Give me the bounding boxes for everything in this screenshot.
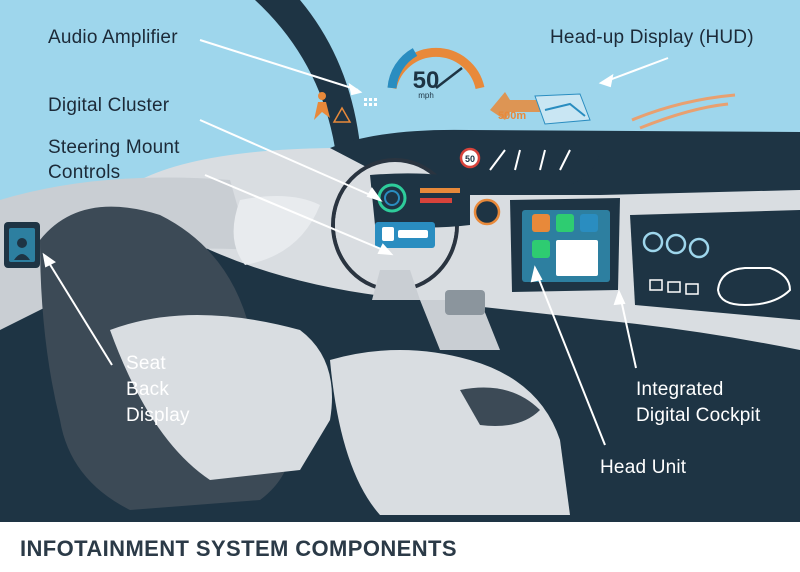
person-icon-seat-body bbox=[14, 254, 30, 260]
lane-lines bbox=[489, 149, 571, 171]
pointer-head-unit-head bbox=[530, 265, 543, 283]
hud-speed-unit: mph bbox=[418, 91, 434, 100]
pointer-steering-head bbox=[377, 243, 394, 256]
pointer-head-unit bbox=[535, 271, 606, 446]
digital-cluster-label: Digital Cluster bbox=[48, 95, 170, 116]
hud-distance: 500m bbox=[498, 110, 526, 122]
pointer-cockpit bbox=[619, 294, 637, 369]
steering-column bbox=[372, 270, 420, 300]
small-gauge bbox=[473, 198, 501, 226]
settings-app-icon bbox=[532, 240, 550, 258]
hud-speed-value: 50 bbox=[413, 67, 440, 94]
hud-needle bbox=[435, 67, 463, 89]
warning-icon bbox=[332, 106, 352, 123]
integrated-cockpit bbox=[630, 210, 800, 320]
pointer-seat bbox=[45, 257, 113, 366]
pedestrian-icon-head bbox=[318, 92, 326, 100]
pointer-steering bbox=[204, 174, 389, 253]
pointer-hud-head bbox=[598, 73, 614, 88]
pointer-audio bbox=[199, 39, 359, 91]
footer: INFOTAINMENT SYSTEM COMPONENTS bbox=[0, 522, 800, 572]
steering-controls-label-line1: Steering Mount bbox=[48, 137, 180, 158]
pointer-lines bbox=[42, 39, 669, 446]
cluster-bar bbox=[420, 188, 460, 193]
person-icon-seat bbox=[17, 238, 27, 248]
car-interior-illustration: 50 50 mph 500m bbox=[0, 0, 800, 522]
music-app-icon bbox=[532, 214, 550, 232]
pointer-cluster bbox=[199, 119, 378, 199]
shifter bbox=[445, 290, 485, 315]
passenger-seat-shadow bbox=[460, 387, 540, 426]
hud-speed-gauge-blue bbox=[387, 48, 418, 89]
pointer-seat-head bbox=[42, 252, 56, 268]
driver-seat-cushion bbox=[110, 315, 332, 480]
audio-amplifier-label: Audio Amplifier bbox=[48, 27, 178, 48]
pedestrian-icon bbox=[314, 102, 330, 120]
cockpit-icon-3 bbox=[685, 283, 699, 295]
seat-back-label-line1: Seat bbox=[126, 353, 166, 374]
cluster-bar-2 bbox=[420, 198, 452, 203]
nav-map bbox=[534, 93, 591, 125]
speed-sign-cluster bbox=[459, 147, 481, 169]
cluster-speed-sign-text: 50 bbox=[465, 154, 475, 164]
steering-controls-icon bbox=[382, 227, 394, 241]
audio-amplifier-icon bbox=[364, 98, 377, 106]
cockpit-icon-1 bbox=[649, 279, 663, 291]
seat-back-label-line2: Back bbox=[126, 379, 170, 400]
footer-title: INFOTAINMENT SYSTEM COMPONENTS bbox=[20, 536, 457, 561]
cluster-gauge-inner bbox=[384, 190, 400, 206]
passenger-seat bbox=[330, 350, 570, 515]
head-unit-label: Head Unit bbox=[600, 457, 687, 478]
cockpit-gauge-2 bbox=[665, 233, 687, 255]
contact-app-icon bbox=[580, 214, 598, 232]
hud-label: Head-up Display (HUD) bbox=[550, 27, 754, 48]
pointer-hud bbox=[603, 57, 669, 83]
steering-controls-label-line2: Controls bbox=[48, 162, 121, 183]
cockpit-label-line2: Digital Cockpit bbox=[636, 405, 761, 426]
steering-controls-bar bbox=[398, 230, 428, 238]
document-panel bbox=[556, 240, 598, 276]
nav-map-route bbox=[544, 102, 586, 117]
cockpit-icon-2 bbox=[667, 281, 681, 293]
road-lines bbox=[631, 93, 736, 130]
pointer-cluster-head bbox=[366, 187, 383, 202]
wifi-app-icon bbox=[556, 214, 574, 232]
car-outline-icon bbox=[716, 267, 792, 307]
a-pillar bbox=[255, 0, 360, 148]
pointer-audio-head bbox=[348, 82, 363, 96]
nav-turn-arrow bbox=[490, 92, 540, 120]
seat-back-label-line3: Display bbox=[126, 405, 190, 426]
cockpit-gauge-3 bbox=[688, 237, 710, 259]
cockpit-gauge-1 bbox=[642, 231, 664, 253]
cockpit-label-line1: Integrated bbox=[636, 379, 724, 400]
pointer-cockpit-head bbox=[613, 289, 626, 306]
